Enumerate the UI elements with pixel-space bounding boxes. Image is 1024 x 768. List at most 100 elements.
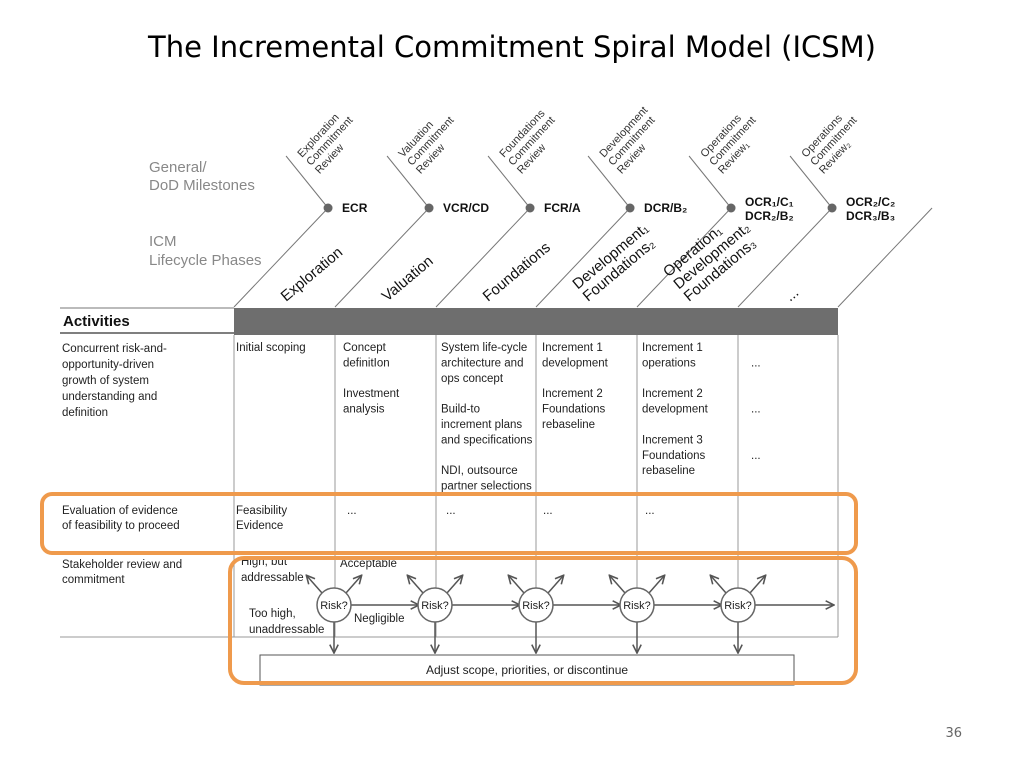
risk-node-label: Risk?	[623, 600, 651, 612]
cell-concurrent: increment plans	[441, 419, 522, 431]
milestone-dot	[625, 203, 635, 213]
risk-node	[518, 587, 554, 623]
cell-concurrent: Investment	[343, 388, 400, 400]
phase-diagonal-line	[334, 207, 430, 308]
risk-node-label: Risk?	[724, 600, 752, 612]
label-addressable: addressable	[241, 572, 304, 584]
review-leader-line	[487, 155, 531, 209]
phase-diagonals: ExplorationCommitmentReviewECRValuationC…	[233, 104, 933, 308]
row-label-stakeholder: commitment	[62, 574, 125, 586]
cell-concurrent: System life-cycle	[441, 342, 527, 354]
phase-diagonal-line	[636, 207, 732, 308]
flow-arrow-up-right	[648, 576, 664, 594]
flow-arrow-up-right	[446, 576, 462, 594]
flow-arrow-up-right	[547, 576, 563, 594]
milestone-label: FCR/A	[544, 201, 581, 215]
review-leader-line	[688, 155, 732, 209]
cell-concurrent: Concept	[343, 342, 387, 354]
risk-node	[316, 587, 352, 623]
row-label-evaluation: of feasibility to proceed	[62, 520, 180, 532]
row-label-evaluation: Evaluation of evidence	[62, 505, 178, 517]
cell-evaluation: ...	[446, 505, 456, 517]
label-unaddressable: unaddressable	[249, 624, 324, 636]
activity-cells: Concurrent risk-and-opportunity-drivengr…	[62, 342, 761, 586]
feasibility-highlight	[40, 492, 858, 555]
cell-concurrent: Initial scoping	[236, 342, 306, 354]
milestone-dot	[424, 203, 434, 213]
cell-concurrent: analysis	[343, 404, 385, 416]
cell-concurrent: ...	[751, 450, 761, 462]
risk-node-label: Risk?	[522, 600, 550, 612]
risk-flow-highlight	[228, 556, 858, 685]
phase-diagonal-line	[837, 207, 933, 308]
phase-diagonal-line	[535, 207, 631, 308]
flow-arrow-up-left	[509, 576, 525, 594]
page-number: 36	[945, 726, 962, 741]
row-label-concurrent: Concurrent risk-and-	[62, 343, 167, 355]
flow-arrow-up-left	[711, 576, 727, 594]
icm-label: ICM	[149, 233, 177, 250]
flow-arrow-up-left	[408, 576, 424, 594]
flow-arrow-up-right	[749, 576, 765, 594]
cell-concurrent: Foundations	[642, 450, 706, 462]
cell-concurrent: NDI, outsource	[441, 465, 518, 477]
cell-concurrent: Increment 1	[542, 342, 603, 354]
milestone-label: OCR₁/C₁	[745, 195, 794, 209]
cell-concurrent: development	[542, 357, 609, 369]
slide-title: The Incremental Commitment Spiral Model …	[147, 30, 877, 64]
cell-concurrent: operations	[642, 357, 696, 369]
cell-concurrent: ...	[751, 357, 761, 369]
flow-arrow-up-right	[345, 576, 361, 594]
lifecycle-phases-label: Lifecycle Phases	[149, 252, 262, 269]
milestone-dot	[827, 203, 837, 213]
phase-diagonal-line	[435, 207, 531, 308]
cell-concurrent: definitIon	[343, 357, 390, 369]
cell-concurrent: Increment 3	[642, 434, 703, 446]
row-label-concurrent: opportunity-driven	[62, 359, 154, 371]
milestone-label: DCR₃/B₃	[846, 209, 895, 223]
review-leader-line	[386, 155, 430, 209]
flow-arrow-up-left	[307, 576, 323, 594]
cell-concurrent: rebaseline	[642, 465, 695, 477]
label-too-high: Too high,	[249, 608, 296, 620]
activities-header: Activities	[63, 313, 130, 330]
risk-node	[619, 587, 655, 623]
milestone-label: ECR	[342, 201, 368, 215]
cell-concurrent: development	[642, 404, 709, 416]
cell-evaluation: ...	[645, 505, 655, 517]
risk-node-label: Risk?	[421, 600, 449, 612]
review-leader-line	[587, 155, 631, 209]
cell-evaluation: ...	[543, 505, 553, 517]
cell-concurrent: architecture and	[441, 357, 523, 369]
milestone-dot	[525, 203, 535, 213]
activities-header-bar	[234, 308, 838, 335]
row-label-concurrent: understanding and	[62, 391, 157, 403]
cell-concurrent: ...	[751, 404, 761, 416]
cell-concurrent: rebaseline	[542, 419, 595, 431]
milestone-dot	[726, 203, 736, 213]
milestone-label: VCR/CD	[443, 201, 489, 215]
milestone-label: DCR₂/B₂	[745, 209, 794, 223]
phase-name: Valuation	[379, 253, 437, 306]
milestone-dot	[323, 203, 333, 213]
phase-name-line: Exploration	[278, 244, 346, 305]
phase-name: Exploration	[278, 244, 346, 305]
cell-concurrent: Foundations	[542, 404, 606, 416]
general-milestones-label-1: General/	[149, 159, 207, 176]
cell-concurrent: Increment 2	[642, 388, 703, 400]
risk-node-label: Risk?	[320, 600, 348, 612]
label-acceptable: Acceptable	[340, 558, 397, 570]
phase-name-line: Valuation	[379, 253, 437, 306]
risk-node	[417, 587, 453, 623]
cell-evaluation: Feasibility	[236, 505, 287, 517]
milestone-label: DCR/B₂	[644, 201, 687, 215]
phase-diagonal-line	[737, 207, 833, 308]
cell-concurrent: ops concept	[441, 373, 504, 385]
